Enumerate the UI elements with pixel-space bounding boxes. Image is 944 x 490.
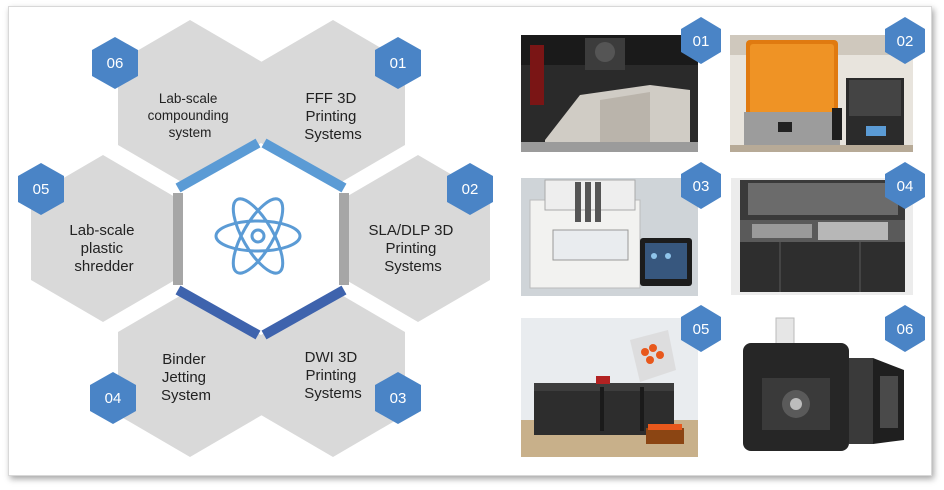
- fff-printer-photo: [521, 35, 698, 152]
- sla-printer-photo: [730, 35, 913, 152]
- photo-badge-04: 04: [885, 162, 925, 209]
- hex-03-label: DWI 3D Printing Systems: [304, 349, 362, 402]
- center-edge-top-right: [261, 138, 347, 193]
- svg-text:04: 04: [105, 390, 122, 407]
- dwi-printer-photo: [521, 178, 698, 296]
- center-edge-bottom-left: [175, 285, 261, 340]
- svg-text:05: 05: [33, 181, 50, 198]
- badge-02: 02: [447, 163, 493, 215]
- badge-03: 03: [375, 372, 421, 424]
- hex-01: FFF 3D Printing Systems: [261, 20, 405, 187]
- badge-05: 05: [18, 163, 64, 215]
- hex-02-label: SLA/DLP 3D Printing Systems: [369, 222, 458, 275]
- badge-04: 04: [90, 372, 136, 424]
- photo-grid: 01 02 03 04 05 06: [521, 17, 925, 457]
- hex-06: Lab-scale compounding system: [118, 20, 262, 187]
- svg-text:01: 01: [693, 33, 710, 50]
- hex-05: Lab-scale plastic shredder: [31, 155, 175, 322]
- svg-text:02: 02: [897, 33, 914, 50]
- plastic-shredder-photo: [521, 318, 698, 457]
- hexagon-diagram: Lab-scale compounding system FFF 3D Prin…: [18, 20, 493, 457]
- svg-text:03: 03: [693, 178, 710, 195]
- photo-badge-06: 06: [885, 305, 925, 352]
- svg-text:04: 04: [897, 178, 914, 195]
- binder-jetting-photo: [731, 178, 913, 295]
- svg-text:02: 02: [462, 181, 479, 198]
- photo-badge-05: 05: [681, 305, 721, 352]
- photo-badge-02: 02: [885, 17, 925, 64]
- photo-badge-01: 01: [681, 17, 721, 64]
- hex-04: Binder Jetting System: [118, 290, 262, 457]
- svg-text:03: 03: [390, 390, 407, 407]
- svg-text:05: 05: [693, 321, 710, 338]
- hex-06-label: Lab-scale compounding system: [148, 91, 233, 140]
- svg-text:01: 01: [390, 55, 407, 72]
- svg-text:06: 06: [897, 321, 914, 338]
- center-edge-top-left: [175, 138, 261, 193]
- svg-text:06: 06: [107, 55, 124, 72]
- center-hexagon: [173, 138, 349, 340]
- badge-06: 06: [92, 37, 138, 89]
- hex-05-label: Lab-scale plastic shredder: [69, 222, 138, 275]
- hex-03: DWI 3D Printing Systems: [261, 290, 405, 457]
- atom-icon: [214, 197, 302, 275]
- hex-04-label: Binder Jetting System: [161, 351, 211, 404]
- center-edge-bottom-right: [261, 285, 347, 340]
- photo-badge-03: 03: [681, 162, 721, 209]
- badge-01: 01: [375, 37, 421, 89]
- compounding-system-photo: [731, 317, 913, 457]
- hex-01-label: FFF 3D Printing Systems: [304, 90, 362, 143]
